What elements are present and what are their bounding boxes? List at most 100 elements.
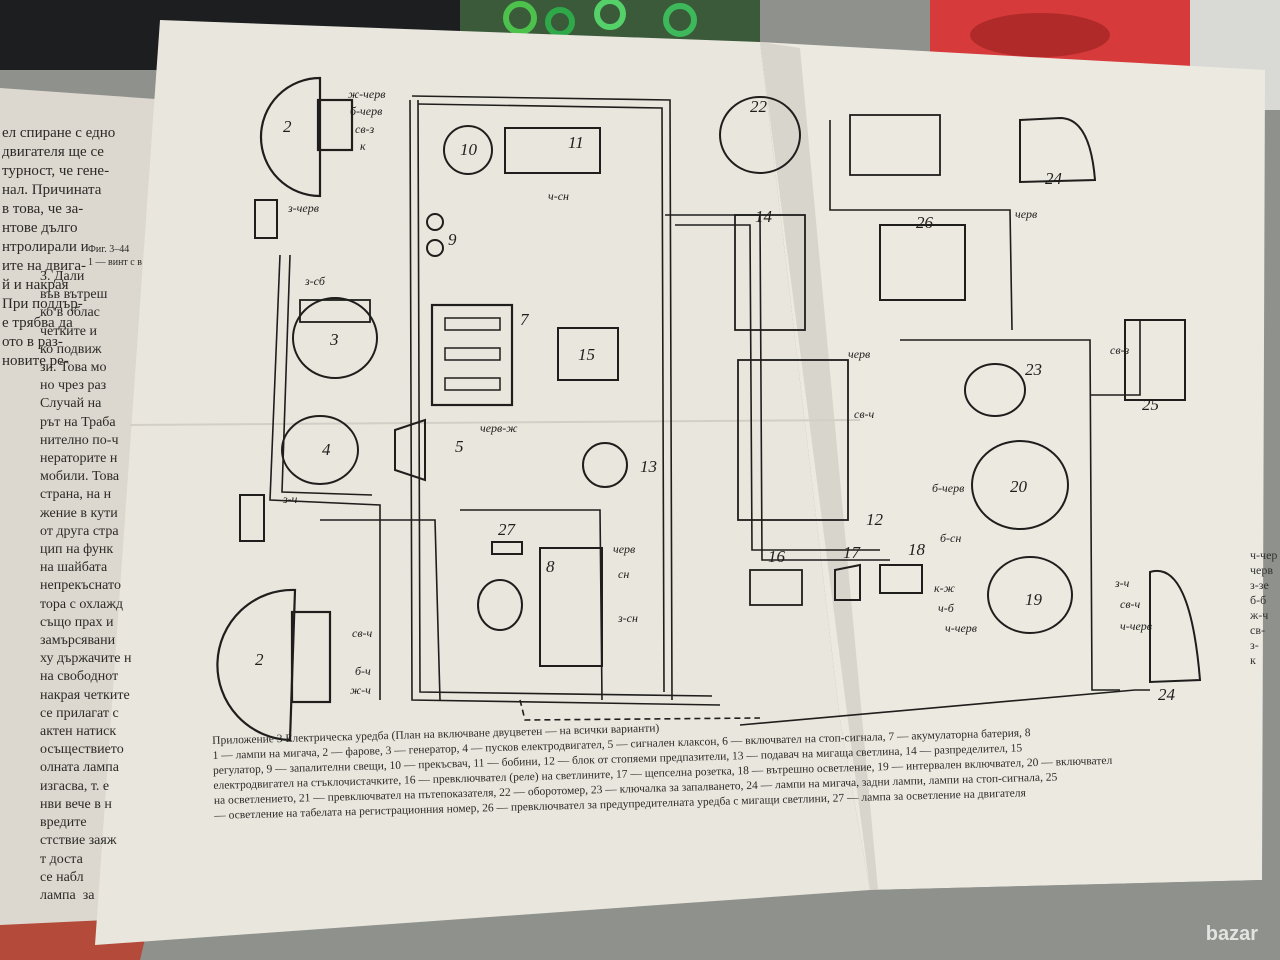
green-ring <box>503 1 537 35</box>
green-ring <box>545 7 575 37</box>
book-line: двигателя ще се <box>2 144 104 160</box>
book-line: ел спиране с едно <box>2 125 116 141</box>
spark-plug <box>426 213 444 231</box>
coils-component <box>504 127 601 174</box>
book-line: 3. Дали <box>40 269 85 284</box>
book-line: страна, на н <box>40 487 112 503</box>
book-line: на шайбата <box>40 560 108 576</box>
harness-right <box>1090 320 1141 396</box>
component-number: 7 <box>520 310 530 329</box>
book-line: е трябва да <box>2 315 73 331</box>
book-line: зи. Това мо <box>40 360 107 376</box>
component-number: 17 <box>843 543 862 562</box>
flasher-component <box>582 442 628 488</box>
interval-switch-component <box>987 556 1073 634</box>
wire-label: к <box>360 139 366 153</box>
harness-main-vertical <box>409 99 721 706</box>
component-number: 23 <box>1025 360 1042 379</box>
wire-label: б-черв <box>350 104 382 118</box>
wire-label: з-сб <box>304 274 326 288</box>
wire-label: черв-ж <box>480 421 517 435</box>
component-number: 19 <box>1025 590 1043 609</box>
indicator-lamp-bottom <box>239 494 265 542</box>
harness-lower-left <box>320 519 441 701</box>
battery-cell <box>444 347 501 361</box>
harness-center <box>665 214 890 561</box>
book-line: също прах и <box>40 614 114 630</box>
book-line: накрая четките <box>40 687 130 703</box>
sheet-right-panel <box>760 42 1265 890</box>
interior-light-component <box>879 564 923 594</box>
relay-component <box>749 569 803 606</box>
harness-left <box>269 254 381 700</box>
book-line: й и накрая <box>2 277 69 293</box>
component-number: 9 <box>448 230 457 249</box>
sheet-left-panel <box>95 20 870 945</box>
component-number: 5 <box>455 437 464 456</box>
wire-label: з-ч <box>282 492 298 506</box>
wire-label: св-з <box>1110 343 1130 357</box>
book-line: олната лампа <box>40 760 119 776</box>
wire-label: св-ч <box>1120 597 1141 611</box>
wire-label: з-сн <box>617 611 638 625</box>
hazard-switch-component <box>879 224 966 301</box>
book-line: При поддър- <box>2 296 83 312</box>
rear-lamp-top <box>1019 116 1097 184</box>
book-line: жение в кути <box>40 505 118 521</box>
starter-component <box>281 415 359 485</box>
component-number: 18 <box>908 540 926 559</box>
wire-label: сн <box>618 567 629 581</box>
wire-label: б-черв <box>932 481 964 495</box>
wire-label: з-ч <box>1114 576 1130 590</box>
wire-label: ч-сн <box>548 189 569 203</box>
book-line: ко подвиж <box>40 341 102 357</box>
book-line: тора с охлажд <box>40 596 124 612</box>
distributor-component <box>734 214 806 331</box>
breaker-component <box>443 125 493 175</box>
book-line: ху държачите н <box>40 651 132 667</box>
book-line: стствие заяж <box>40 833 117 849</box>
book-line: нтове дълго <box>2 220 78 236</box>
book-line: се набл <box>40 869 84 885</box>
tachometer-component <box>719 96 801 174</box>
bazar-watermark: bazar <box>1205 923 1258 945</box>
component-number: 10 <box>460 140 478 159</box>
indicator-lamp-top <box>254 199 278 239</box>
gauge-component <box>477 579 523 631</box>
wire-label: з-черв <box>287 201 319 215</box>
harness-right <box>900 339 1120 691</box>
book-line: но чрез раз <box>40 378 107 394</box>
book-line: нераторите н <box>40 451 118 467</box>
wiper-motor-component <box>557 327 619 381</box>
engine-lamp-component <box>491 541 523 555</box>
book-line: цип на функ <box>40 542 114 558</box>
book-line: турност, че гене- <box>2 163 110 179</box>
component-number: 2 <box>283 117 292 136</box>
edge-labels: ч-чер черв з-зе б-б ж-ч св- з- к <box>1250 548 1278 667</box>
headlamp-bottom <box>216 588 332 742</box>
book-line: мобили. Това <box>40 469 120 485</box>
book-line: Случай на <box>40 396 102 412</box>
harness-center <box>675 224 880 551</box>
component-number: 16 <box>768 547 786 566</box>
book-line: изгасва, т. е <box>40 778 110 794</box>
socket-component <box>834 563 861 601</box>
plate-light-component <box>1124 319 1186 401</box>
component-number: 3 <box>329 330 339 349</box>
figure-caption-sub: 1 — винт с в <box>88 257 142 268</box>
book-line: ко в облас <box>40 305 100 321</box>
harness-bottom <box>739 689 1150 726</box>
book-line: ото в раз- <box>2 334 63 350</box>
wire-label: ж-ч <box>350 683 371 697</box>
harness-top <box>417 103 665 693</box>
book-line: от друга стра <box>40 523 119 539</box>
rear-lamp-bottom <box>1149 569 1202 684</box>
harness-main-vertical <box>417 99 713 697</box>
harness-right <box>829 120 1013 331</box>
component-number: 25 <box>1142 395 1159 414</box>
book-line: вредите <box>40 815 87 831</box>
sheet-fold-shadow <box>760 42 878 890</box>
book-line: се прилагат с <box>40 705 119 721</box>
